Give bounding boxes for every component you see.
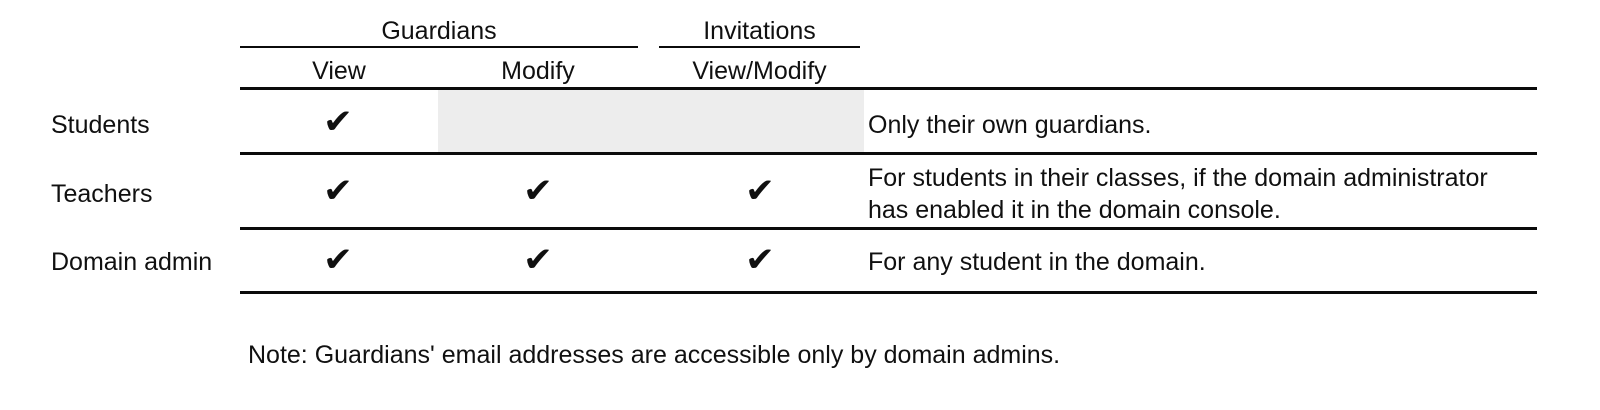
spanner-header-guardians: Guardians bbox=[381, 17, 497, 45]
check-domain-admin-invitations-view-modify: ✔ bbox=[745, 240, 775, 280]
check-domain-admin-guardians-modify: ✔ bbox=[523, 240, 553, 280]
check-teachers-guardians-view: ✔ bbox=[323, 171, 353, 211]
description-students: Only their own guardians. bbox=[868, 111, 1152, 139]
row-label-teachers: Teachers bbox=[51, 180, 153, 208]
table-bottom-rule bbox=[240, 291, 1537, 294]
shaded-empty-cell-students bbox=[438, 90, 864, 152]
check-teachers-guardians-modify: ✔ bbox=[523, 171, 553, 211]
description-domain-admin: For any student in the domain. bbox=[868, 248, 1206, 276]
spanner-rule-guardians bbox=[240, 46, 638, 48]
table-note: Note: Guardians' email addresses are acc… bbox=[248, 341, 1061, 369]
row-label-students: Students bbox=[51, 111, 150, 139]
column-header-modify: Modify bbox=[501, 57, 575, 85]
spanner-rule-invitations bbox=[659, 46, 860, 48]
row-rule-after-students bbox=[240, 152, 1537, 155]
row-label-domain-admin: Domain admin bbox=[51, 248, 213, 276]
column-header-view: View bbox=[312, 57, 366, 85]
check-domain-admin-guardians-view: ✔ bbox=[323, 240, 353, 280]
row-rule-after-teachers bbox=[240, 227, 1537, 230]
table-header-rule bbox=[240, 87, 1537, 90]
spanner-header-invitations: Invitations bbox=[703, 17, 816, 45]
check-students-guardians-view: ✔ bbox=[323, 102, 353, 142]
check-teachers-invitations-view-modify: ✔ bbox=[745, 171, 775, 211]
description-teachers: For students in their classes, if the do… bbox=[868, 164, 1488, 224]
column-header-view-modify: View/Modify bbox=[692, 57, 827, 85]
